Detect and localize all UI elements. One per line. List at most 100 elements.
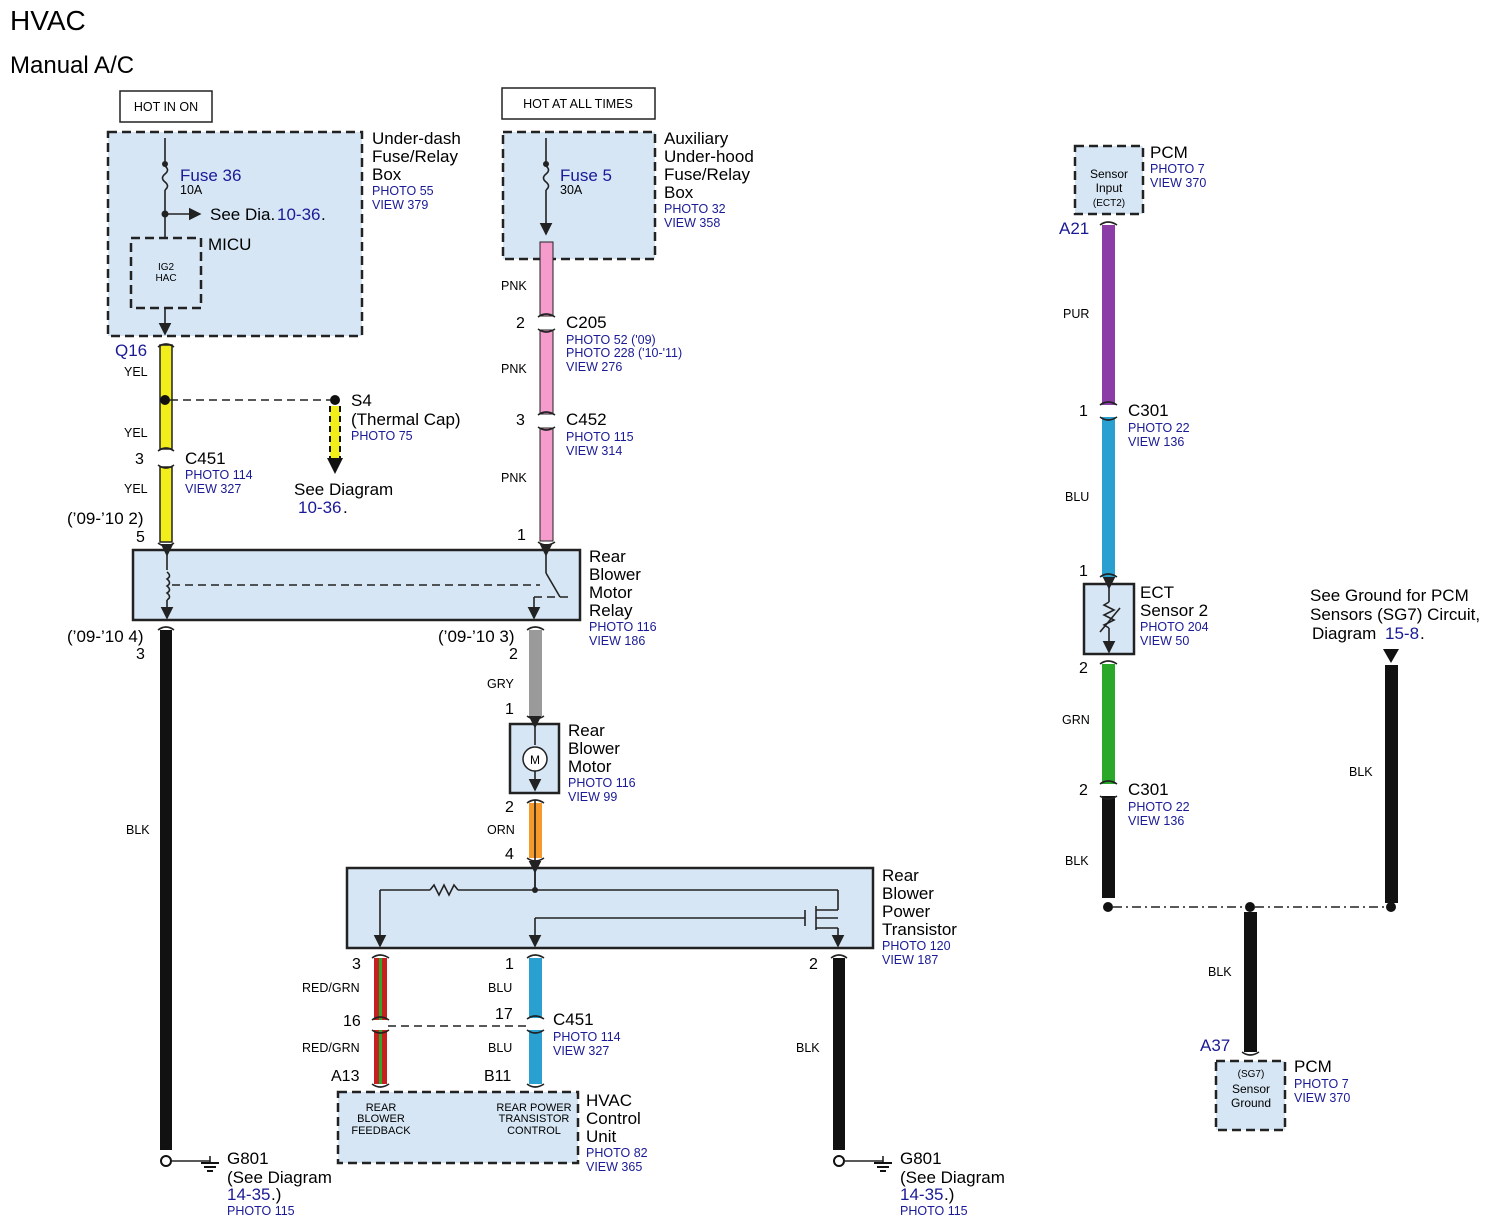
svg-text:.: . — [1420, 624, 1425, 643]
wire-label-orn: ORN — [487, 823, 515, 837]
hvac-photo: PHOTO 82 — [586, 1146, 648, 1160]
g801-left-ref: 14-35 — [227, 1185, 270, 1204]
g801-right-photo: PHOTO 115 — [900, 1204, 968, 1218]
see-dia-ref: 10-36 — [277, 205, 320, 224]
wire-label-gry: GRY — [487, 677, 515, 691]
hvac-inner-left-1: REAR — [366, 1102, 397, 1114]
underdash-photo-ref: PHOTO 55 — [372, 184, 434, 198]
s4-see-diagram-ref: 10-36 — [298, 498, 341, 517]
gry-wire — [526, 626, 545, 720]
svg-text:.: . — [343, 498, 348, 517]
aux-box-name-3: Fuse/Relay — [664, 165, 750, 184]
wire-label-redgrn-1: RED/GRN — [302, 981, 360, 995]
relay-name-1: Rear — [589, 547, 626, 566]
hvac-name-1: HVAC — [586, 1091, 632, 1110]
pcm-view-bottom: VIEW 370 — [1294, 1091, 1350, 1105]
g801-right-see: (See Diagram — [900, 1168, 1005, 1187]
wire-label-pnk-3: PNK — [501, 471, 527, 485]
sensor-input-2: Input — [1096, 181, 1123, 195]
sensor-ground-2: Sensor — [1232, 1082, 1270, 1096]
aux-view-ref: VIEW 358 — [664, 216, 720, 230]
motor-photo: PHOTO 116 — [568, 776, 636, 790]
wire-label-blk-ect: BLK — [1065, 854, 1089, 868]
sensor-input-1: Sensor — [1090, 167, 1128, 181]
relay-pin-5: 5 — [136, 529, 145, 546]
relay-view: VIEW 186 — [589, 634, 645, 648]
pcm-sensor-ground-box — [1214, 1059, 1287, 1132]
underdash-view-ref: VIEW 379 — [372, 198, 428, 212]
aux-underhood-fuse-relay-box — [501, 130, 657, 261]
relay-pin-1: 1 — [517, 527, 526, 544]
wire-label-blu-1: BLU — [488, 981, 512, 995]
transistor-pin-4: 4 — [505, 846, 514, 863]
pcm-view-top: VIEW 370 — [1150, 176, 1206, 190]
ect-photo: PHOTO 204 — [1140, 620, 1209, 634]
transistor-name-1: Rear — [882, 866, 919, 885]
transistor-pin-3: 3 — [352, 956, 361, 973]
svg-text:.): .) — [944, 1185, 954, 1204]
wire-label-yel-1: YEL — [124, 365, 148, 379]
pcm-pin-a21: A21 — [1059, 219, 1089, 238]
underdash-box-name-2: Fuse/Relay — [372, 147, 458, 166]
s4-thermal-cap-wire — [327, 406, 343, 474]
pcm-photo-top: PHOTO 7 — [1150, 162, 1205, 176]
g801-left-label: G801 — [227, 1149, 269, 1168]
c301-label-bottom: C301 — [1128, 780, 1169, 799]
fuse-5-amp: 30A — [560, 183, 583, 197]
c451-photo-right: PHOTO 114 — [553, 1030, 621, 1044]
wire-label-blk-pcm: BLK — [1208, 965, 1232, 979]
g801-right-label: G801 — [900, 1149, 942, 1168]
c301-photo-bottom: PHOTO 22 — [1128, 800, 1190, 814]
year-pin-3: (’09-’10 3) — [438, 627, 515, 646]
c451-label-right: C451 — [553, 1010, 594, 1029]
c451-pin-3: 3 — [135, 451, 144, 468]
see-ground-2: Sensors (SG7) Circuit, — [1310, 605, 1480, 624]
hvac-inner-right-1: REAR POWER — [496, 1102, 571, 1114]
blk-wire-ect — [1099, 795, 1118, 898]
see-ground-1: See Ground for PCM — [1310, 586, 1469, 605]
motor-pin-1: 1 — [505, 701, 514, 718]
sensor-input-3: (ECT2) — [1093, 198, 1125, 209]
c205-photo-1: PHOTO 52 ('09) — [566, 333, 656, 347]
fuse-36-amp: 10A — [180, 183, 203, 197]
fuse-36-label: Fuse 36 — [180, 166, 241, 185]
hvac-inner-left-2: BLOWER — [357, 1113, 405, 1125]
wire-label-blk-transistor: BLK — [796, 1041, 820, 1055]
c452-pin-3: 3 — [516, 412, 525, 429]
page-title: HVAC — [10, 5, 86, 36]
c452-view: VIEW 314 — [566, 444, 622, 458]
hvac-inner-right-3: CONTROL — [507, 1125, 561, 1137]
splice-s4-node — [160, 395, 170, 405]
c301-photo-top: PHOTO 22 — [1128, 421, 1190, 435]
blk-wire-transistor — [830, 954, 848, 1150]
svg-text:.: . — [321, 205, 326, 224]
fuse-5-symbol — [542, 165, 550, 191]
c451-label-left: C451 — [185, 449, 226, 468]
relay-photo: PHOTO 116 — [589, 620, 657, 634]
transistor-photo: PHOTO 120 — [882, 939, 951, 953]
c301-pin-1: 1 — [1079, 403, 1088, 420]
see-ground-arrow-icon — [1383, 649, 1399, 663]
wire-label-blu-2: BLU — [488, 1041, 512, 1055]
relay-pin-2: 2 — [509, 646, 518, 663]
see-ground-ref: 15-8 — [1385, 624, 1419, 643]
wire-label-blk-left: BLK — [126, 823, 150, 837]
ect-pin-2: 2 — [1079, 660, 1088, 677]
wire-label-pur: PUR — [1063, 307, 1089, 321]
aux-box-name-4: Box — [664, 183, 694, 202]
fuse-36-symbol — [161, 165, 169, 191]
hvac-inner-right-2: TRANSISTOR — [499, 1113, 570, 1125]
pcm-label-top: PCM — [1150, 143, 1188, 162]
pnk-wire — [537, 241, 556, 546]
transistor-pin-2: 2 — [809, 956, 818, 973]
c451-pin-16: 16 — [343, 1013, 361, 1030]
c452-label: C452 — [566, 410, 607, 429]
transistor-view: VIEW 187 — [882, 953, 938, 967]
motor-name-2: Blower — [568, 739, 620, 758]
transistor-pin-1: 1 — [505, 956, 514, 973]
micu-box — [129, 236, 203, 310]
ect-pin-1: 1 — [1079, 563, 1088, 580]
c205-photo-2: PHOTO 228 ('10-'11) — [566, 346, 682, 360]
pur-wire — [1099, 221, 1118, 406]
